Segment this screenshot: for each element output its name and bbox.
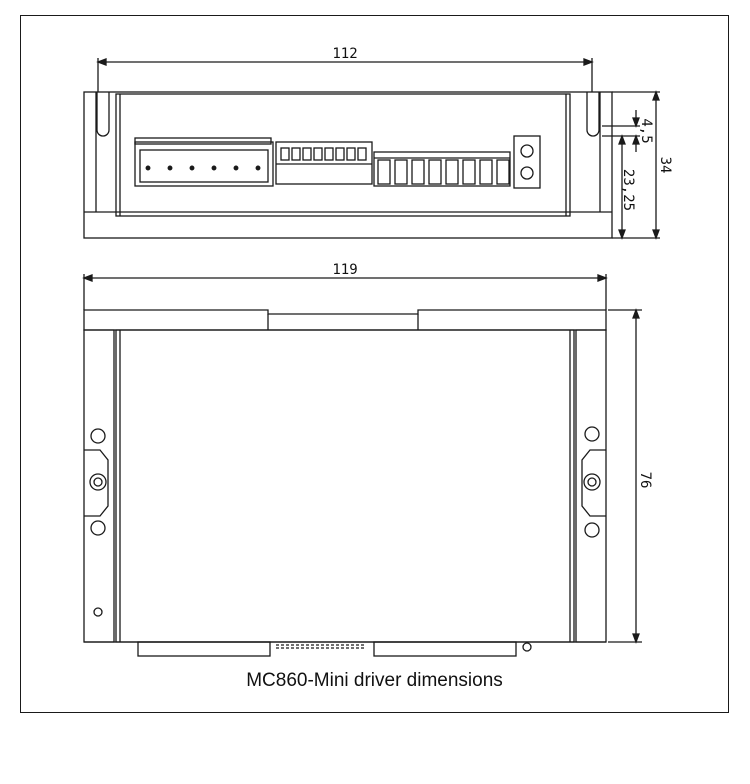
front-body <box>115 93 571 217</box>
bottom-connector-right <box>373 641 517 657</box>
drawing-frame <box>20 15 729 713</box>
right-hole-center <box>583 473 601 491</box>
dim-label-76: 76 <box>637 472 653 489</box>
plan-view: 119 76 <box>82 262 653 657</box>
indicator-leds <box>513 135 541 189</box>
bottom-connector-left <box>137 641 271 657</box>
figure-caption: MC860-Mini driver dimensions <box>246 670 503 691</box>
dim-label-34: 34 <box>657 157 673 174</box>
front-view: 112 34 4,5 23,25 <box>83 46 673 240</box>
right-mount-slot <box>586 92 600 137</box>
plan-body <box>115 329 575 643</box>
dim-label-119: 119 <box>332 262 357 278</box>
dim-label-112: 112 <box>332 46 357 62</box>
dim-lines-right <box>602 90 660 240</box>
bottom-dip-ridge <box>276 644 366 649</box>
dip-switch-block <box>275 141 373 185</box>
dim-label-4-5: 4,5 <box>638 118 654 143</box>
right-hole-lower <box>584 522 600 538</box>
dim-label-23-25: 23,25 <box>620 169 636 211</box>
left-mount-slot <box>96 92 110 137</box>
dim-line-119 <box>82 274 608 310</box>
power-terminal-block <box>373 151 511 187</box>
dim-line-112 <box>96 58 594 92</box>
left-hole-lower <box>90 520 106 536</box>
left-hole-small <box>93 607 103 617</box>
left-hole-center <box>89 473 107 491</box>
left-hole-upper <box>90 428 106 444</box>
right-hole-upper <box>584 426 600 442</box>
signal-connector <box>134 137 274 187</box>
dim-line-76 <box>608 308 642 644</box>
front-base-plate <box>83 91 613 239</box>
plan-top-plate <box>83 309 607 331</box>
